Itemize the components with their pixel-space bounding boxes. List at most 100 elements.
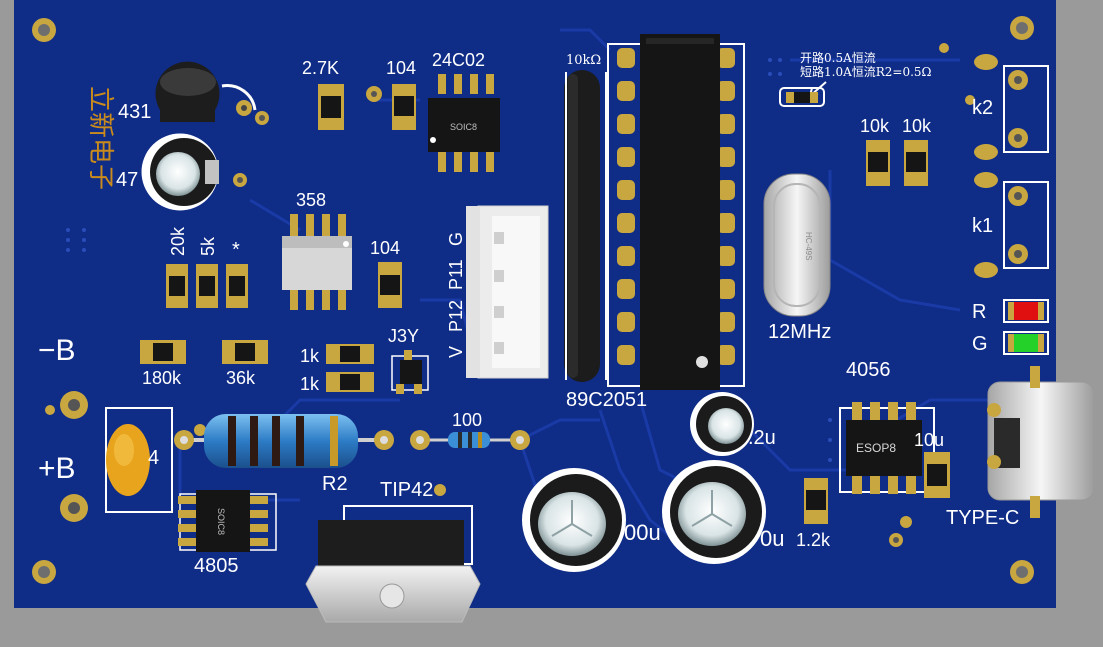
dip-pin-pad (617, 147, 635, 167)
dip-pin-pad (617, 81, 635, 101)
label-crystal-mark: HC-49S (804, 232, 813, 260)
mounting-hole-tr (1010, 16, 1034, 40)
label-minus-b: −B (38, 334, 76, 367)
label-89c2051: 89C2051 (566, 389, 647, 411)
label-j3y: J3Y (388, 326, 419, 346)
resistor-5k (196, 264, 218, 308)
label-4805: 4805 (194, 555, 239, 577)
brand-mark: 立新电子 (85, 86, 115, 190)
label-20k: 20k (168, 226, 188, 256)
resistor-36k (222, 340, 268, 364)
mcu-89c2051 (607, 34, 745, 390)
dip-pin-pad (617, 180, 635, 200)
resistor-180k (140, 340, 186, 364)
transistor-j3y (391, 350, 429, 394)
dip-pin-pad (717, 147, 735, 167)
mounting-hole-tl (32, 18, 56, 42)
resistor-network-10k (564, 70, 607, 382)
label-led-r: R (972, 301, 986, 323)
dip-pin-pad (717, 279, 735, 299)
label-1k2: 1.2k (796, 530, 831, 550)
label-12mhz: 12MHz (768, 321, 831, 343)
label-431: 431 (118, 101, 151, 123)
usb-type-c (987, 366, 1095, 518)
label-10u: 10u (914, 430, 944, 450)
label-00u-left: 00u (624, 520, 661, 545)
dip-pin-pad (617, 114, 635, 134)
label-tip42: TIP42 (380, 479, 433, 501)
dip-pin-pad (617, 48, 635, 68)
led-green (1003, 331, 1049, 355)
cap-104-mid (378, 262, 402, 308)
mounting-hole-br (1010, 560, 1034, 584)
label-24c02: 24C02 (432, 50, 485, 70)
crystal-12mhz (763, 173, 831, 317)
label-47: 47 (116, 169, 138, 191)
dip-pin-pad (617, 345, 635, 365)
label-conn-p11: P11 (446, 259, 466, 290)
note-line-1: 开路0.5A恒流 (800, 50, 876, 65)
brand-text: 立新电子 (85, 86, 115, 190)
dip-pin-pad (717, 114, 735, 134)
dip-pin-pad (617, 246, 635, 266)
label-10k-omega: 10kΩ (566, 53, 601, 68)
ic-4056 (839, 402, 935, 494)
dip-pin-pad (717, 213, 735, 233)
resistor-10k-b (904, 140, 928, 186)
cap-10u (924, 452, 950, 498)
label-1k-a: 1k (300, 346, 320, 366)
label-led-g: G (972, 333, 988, 355)
dip-pin-pad (717, 312, 735, 332)
label-esop8: ESOP8 (856, 441, 896, 455)
label-conn-p12: P12 (446, 300, 466, 332)
switch-k1 (974, 172, 1049, 278)
resistor-r-sense (779, 87, 825, 107)
mounting-hole-bl (32, 560, 56, 584)
resistor-100 (410, 430, 530, 450)
ic-358 (282, 214, 352, 310)
connector-4pin (466, 205, 549, 379)
label-conn-v: V (446, 346, 466, 358)
dip-pin-pad (717, 345, 735, 365)
dip-pin-pad (617, 279, 635, 299)
cap-2u (690, 392, 754, 456)
label-2u: .2u (748, 427, 776, 449)
label-k2: k2 (972, 97, 993, 119)
terminal-pads-b (60, 391, 88, 522)
dip-pin-pad (717, 48, 735, 68)
label-358: 358 (296, 190, 326, 210)
label-104-top: 104 (386, 58, 416, 78)
label-1k-b: 1k (300, 374, 320, 394)
mounting-holes (32, 16, 1034, 584)
dot-grid (66, 58, 832, 462)
resistor-array-left (166, 264, 248, 308)
resistor-1k2 (804, 478, 828, 524)
label-10k-b: 10k (902, 116, 932, 136)
cap-00u-right (662, 460, 766, 564)
note-line-2: 短路1.0A恒流R2=0.5Ω (800, 64, 932, 79)
label-36k: 36k (226, 368, 256, 388)
dip-pin-pad (617, 213, 635, 233)
resistor-1k-a (326, 344, 374, 364)
label-100: 100 (452, 410, 482, 430)
label-00u-right: 0u (760, 526, 784, 551)
label-conn-g: G (446, 232, 466, 246)
label-soic8-top: SOIC8 (450, 122, 477, 132)
cap-00u-left (522, 468, 626, 572)
resistor-r2 (174, 414, 394, 468)
ceramic-cap-4 (106, 424, 150, 496)
label-soic8-bottom: SOIC8 (216, 508, 226, 535)
dip-pin-pad (717, 246, 735, 266)
label-10k-a: 10k (860, 116, 890, 136)
label-104-mid: 104 (370, 238, 400, 258)
label-r2: R2 (322, 473, 348, 495)
cap-104-top (392, 84, 416, 130)
resistor-2k7 (318, 84, 344, 130)
dip-pin-pad (717, 180, 735, 200)
transistor-tip42 (305, 505, 481, 623)
label-180k: 180k (142, 368, 182, 388)
resistor-20k (166, 264, 188, 308)
cap-47 (141, 133, 219, 211)
